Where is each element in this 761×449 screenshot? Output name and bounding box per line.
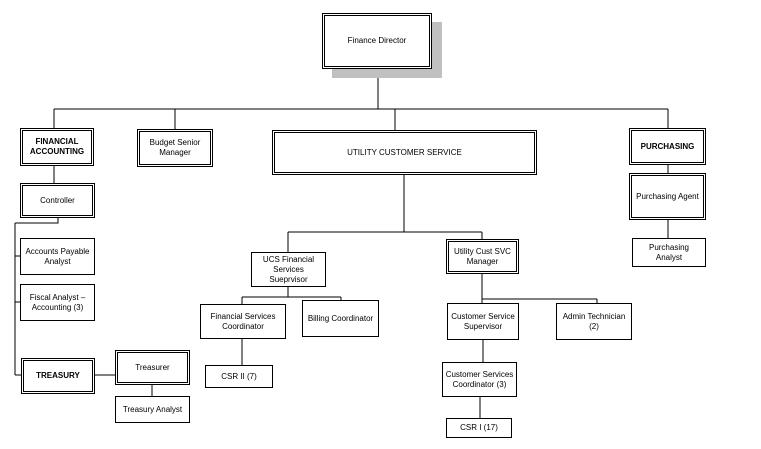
org-node-label: FINANCIAL ACCOUNTING [29, 137, 85, 156]
org-node-label: Financial Services Coordinator [210, 311, 276, 331]
org-node-utility-customer-service: UTILITY CUSTOMER SERVICE [272, 130, 537, 175]
org-node-label: Fiscal Analyst – Accounting (3) [29, 292, 86, 312]
org-node-label: TREASURY [36, 371, 80, 380]
org-node-label: CSR II (7) [221, 371, 257, 381]
org-node-purchasing-agent: Purchasing Agent [629, 173, 706, 220]
org-node-customer-services-coordinator: Customer Services Coordinator (3) [442, 362, 517, 397]
org-node-label: PURCHASING [640, 141, 695, 151]
org-node-fiscal-analyst-accounting: Fiscal Analyst – Accounting (3) [20, 284, 95, 321]
org-node-label: Purchasing Analyst [648, 242, 690, 262]
org-node-label: Budget Senior Manager [149, 138, 201, 157]
org-node-label: Treasury Analyst [122, 404, 183, 414]
org-node-treasury: TREASURY [21, 358, 95, 394]
org-node-label: Customer Services Coordinator (3) [445, 369, 514, 389]
org-node-label: CSR I (17) [460, 423, 498, 432]
org-node-financial-services-coordinator: Financial Services Coordinator [200, 304, 286, 339]
org-node-utility-cust-svc-manager: Utility Cust SVC Manager [446, 239, 519, 274]
org-node-label: UTILITY CUSTOMER SERVICE [347, 147, 462, 157]
org-node-treasurer: Treasurer [115, 350, 190, 385]
org-node-label: Customer Service Supervisor [451, 311, 515, 331]
org-node-admin-technician: Admin Technician (2) [556, 303, 632, 340]
org-connector [15, 218, 59, 224]
org-node-budget-senior-manager: Budget Senior Manager [137, 129, 213, 167]
org-node-label: Treasurer [135, 362, 170, 372]
org-node-label: Controller [40, 195, 75, 205]
org-node-treasury-analyst: Treasury Analyst [115, 396, 190, 423]
org-node-label: Accounts Payable Analyst [25, 246, 90, 266]
org-node-label: Utility Cust SVC Manager [454, 246, 511, 266]
org-node-finance-director: Finance Director [322, 13, 432, 69]
org-node-controller: Controller [20, 183, 95, 218]
org-node-financial-accounting: FINANCIAL ACCOUNTING [20, 128, 94, 166]
org-node-label: Admin Technician (2) [562, 311, 626, 331]
org-node-label: Finance Director [347, 36, 407, 45]
org-node-label: Purchasing Agent [636, 191, 699, 201]
org-node-label: Billing Coordinator [307, 313, 374, 323]
org-node-csr-i: CSR I (17) [446, 418, 512, 438]
org-node-customer-service-supervisor: Customer Service Supervisor [447, 303, 519, 340]
org-node-label: UCS Financial Services Sueprvisor [262, 254, 315, 284]
org-node-purchasing: PURCHASING [629, 128, 706, 165]
org-node-billing-coordinator: Billing Coordinator [302, 300, 379, 337]
org-node-csr-ii: CSR II (7) [205, 365, 273, 388]
org-node-ucs-financial-services-supervisor: UCS Financial Services Sueprvisor [251, 252, 326, 287]
org-node-purchasing-analyst: Purchasing Analyst [632, 238, 706, 267]
org-node-accounts-payable-analyst: Accounts Payable Analyst [20, 238, 95, 275]
